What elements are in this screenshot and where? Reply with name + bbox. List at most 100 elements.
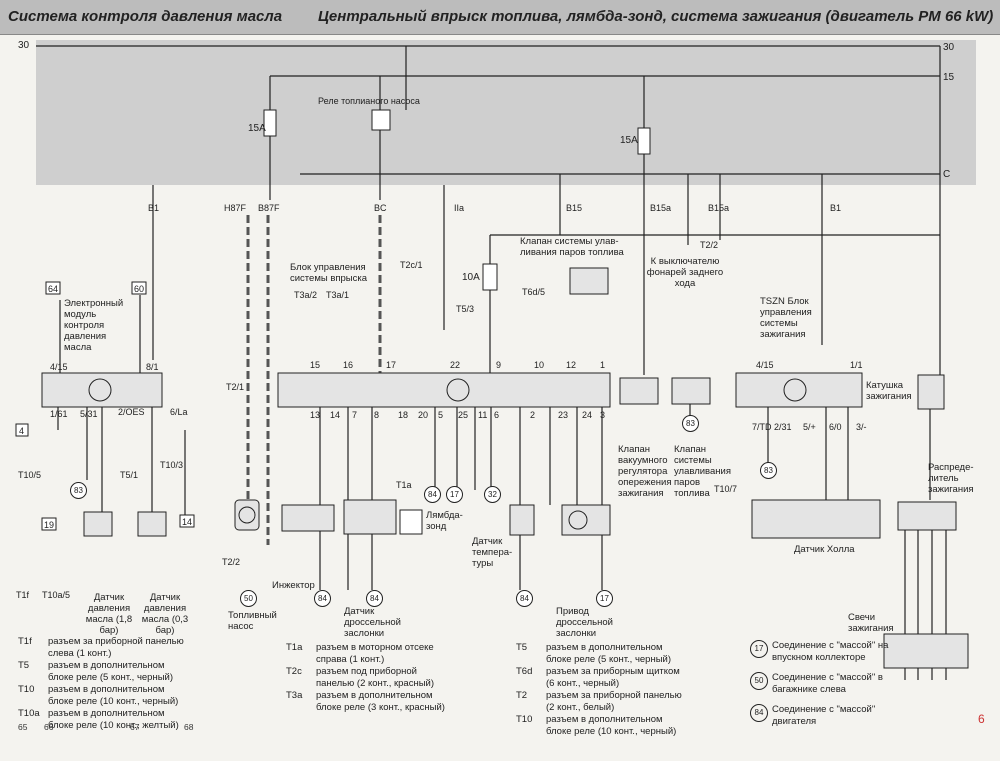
- evap-valve-lower-label: Клапан системы улавливания паров топлива: [674, 444, 731, 499]
- legend-text: разъем в дополнительном блоке реле (5 ко…: [48, 660, 174, 683]
- legend-code: T5: [18, 660, 30, 671]
- tag-bc: BC: [374, 203, 387, 213]
- pin-label: 6: [494, 410, 499, 420]
- pin-label: 2/OES: [118, 407, 145, 417]
- connector-label: T6d/5: [522, 287, 545, 297]
- pin-label: 10: [534, 360, 544, 370]
- pin-label: 4/15: [756, 360, 774, 370]
- pin-label: 22: [450, 360, 460, 370]
- fuse-ignition-label: 15A: [620, 135, 638, 146]
- pin-label: 18: [398, 410, 408, 420]
- connector-label: T10/3: [160, 460, 183, 470]
- pin-label: 3: [600, 410, 605, 420]
- pin-label: 1/61: [50, 409, 68, 419]
- oil-sensor-1-8-label: Датчик давления масла (1,8 бар): [85, 592, 133, 636]
- injector-label: Инжектор: [272, 580, 315, 591]
- ground-point: 84: [314, 590, 331, 607]
- fuse-pump-label: 15A: [248, 123, 266, 134]
- hall-sensor-box: [751, 499, 881, 539]
- pin-label: 16: [343, 360, 353, 370]
- legend-code: T5: [516, 642, 528, 653]
- legend-code: T1f: [18, 636, 32, 647]
- rail-30-left-label: 30: [18, 40, 30, 51]
- fuel-pump-relay: [371, 109, 391, 131]
- connector-label: T10/5: [18, 470, 41, 480]
- oil-module-transistor-icon: [88, 378, 112, 402]
- throttle-drive-motor-icon: [568, 510, 588, 530]
- pin-label: 23: [558, 410, 568, 420]
- pin-label: 2: [530, 410, 535, 420]
- injection-ecu-transistor-icon: [446, 378, 470, 402]
- ground-point: 83: [682, 415, 699, 432]
- tag-iia: IIa: [454, 203, 464, 213]
- hall-sensor-label: Датчик Холла: [794, 544, 855, 555]
- terminal-19: 19: [44, 520, 54, 530]
- pin-label: 8: [374, 410, 379, 420]
- ground-point: 84: [424, 486, 441, 503]
- temp-sensor-box: [509, 504, 535, 536]
- pin-label: 1/1: [850, 360, 863, 370]
- legend-text: разъем в моторном отсеке справа (1 конт.…: [316, 642, 434, 665]
- legend-code: T2: [516, 690, 528, 701]
- distributor-label: Распреде-литель зажигания: [928, 462, 974, 495]
- tag-b1-right: B1: [830, 203, 841, 213]
- connector-label: T1f: [16, 590, 30, 600]
- pin-label: 2/31: [774, 422, 792, 432]
- ground-point: 50: [240, 590, 257, 607]
- legend-left: T1f разъем за приборной панелью слева (1 …: [18, 636, 188, 732]
- ground-point: 17: [596, 590, 613, 607]
- evap-valve-lower: [671, 377, 711, 405]
- terminal-64: 64: [48, 284, 58, 294]
- legend-text: разъем в дополнительном блоке реле (10 к…: [546, 714, 677, 737]
- pin-label: 1: [600, 360, 605, 370]
- ignition-ecu-transistor-icon: [783, 378, 807, 402]
- pin-label: 13: [310, 410, 320, 420]
- ground-point: 83: [70, 482, 87, 499]
- pin-label: 15: [310, 360, 320, 370]
- ground-legend-number: 84: [750, 704, 768, 722]
- distributor-box: [897, 501, 957, 531]
- connector-label: T2c/1: [400, 260, 423, 270]
- legend-text: разъем за приборной панелью слева (1 кон…: [48, 636, 184, 659]
- connector-label: T5/1: [120, 470, 138, 480]
- connector-label: T5/3: [456, 304, 474, 314]
- oil-sensor-1-8-box: [83, 511, 113, 537]
- fuse-relay-box: [36, 40, 976, 185]
- pin-label: 3/-: [856, 422, 867, 432]
- ignition-ecu-label: TSZN Блок управления системы зажигания: [760, 296, 812, 340]
- terminal-4: 4: [19, 426, 24, 436]
- tag-b87f: B87F: [258, 203, 280, 213]
- pin-label: 24: [582, 410, 592, 420]
- injection-ecu-box: [277, 372, 611, 408]
- legend-row: T5 разъем в дополнительном блоке реле (5 …: [18, 660, 188, 684]
- header-bar: Система контроля давления масла Централь…: [0, 0, 1000, 35]
- lambda-probe-box: [399, 509, 423, 535]
- ignition-coil: [917, 374, 945, 410]
- connector-label: T2/2: [700, 240, 718, 250]
- title-injection-system: Центральный впрыск топлива, лямбда-зонд,…: [318, 8, 994, 25]
- spark-plugs-box: [883, 633, 969, 669]
- temp-sensor-label: Датчик темпера-туры: [472, 536, 513, 569]
- ground-point: 17: [446, 486, 463, 503]
- legend-text: разъем за приборным щитком (6 конт., чер…: [546, 666, 680, 689]
- page-number-68: 68: [184, 722, 194, 732]
- reverse-switch-label: К выключателю фонарей заднего хода: [646, 256, 724, 289]
- ground-legend-text: Соединение с "массой" двигателя: [772, 704, 876, 727]
- ground-point: 83: [760, 462, 777, 479]
- legend-text: разъем в дополнительном блоке реле (3 ко…: [316, 690, 445, 713]
- ground-legend-text: Соединение с "массой" в багажнике слева: [772, 672, 883, 695]
- fuel-pump-motor: [234, 499, 260, 531]
- terminal-14: 14: [182, 517, 192, 527]
- oil-sensor-0-3-box: [137, 511, 167, 537]
